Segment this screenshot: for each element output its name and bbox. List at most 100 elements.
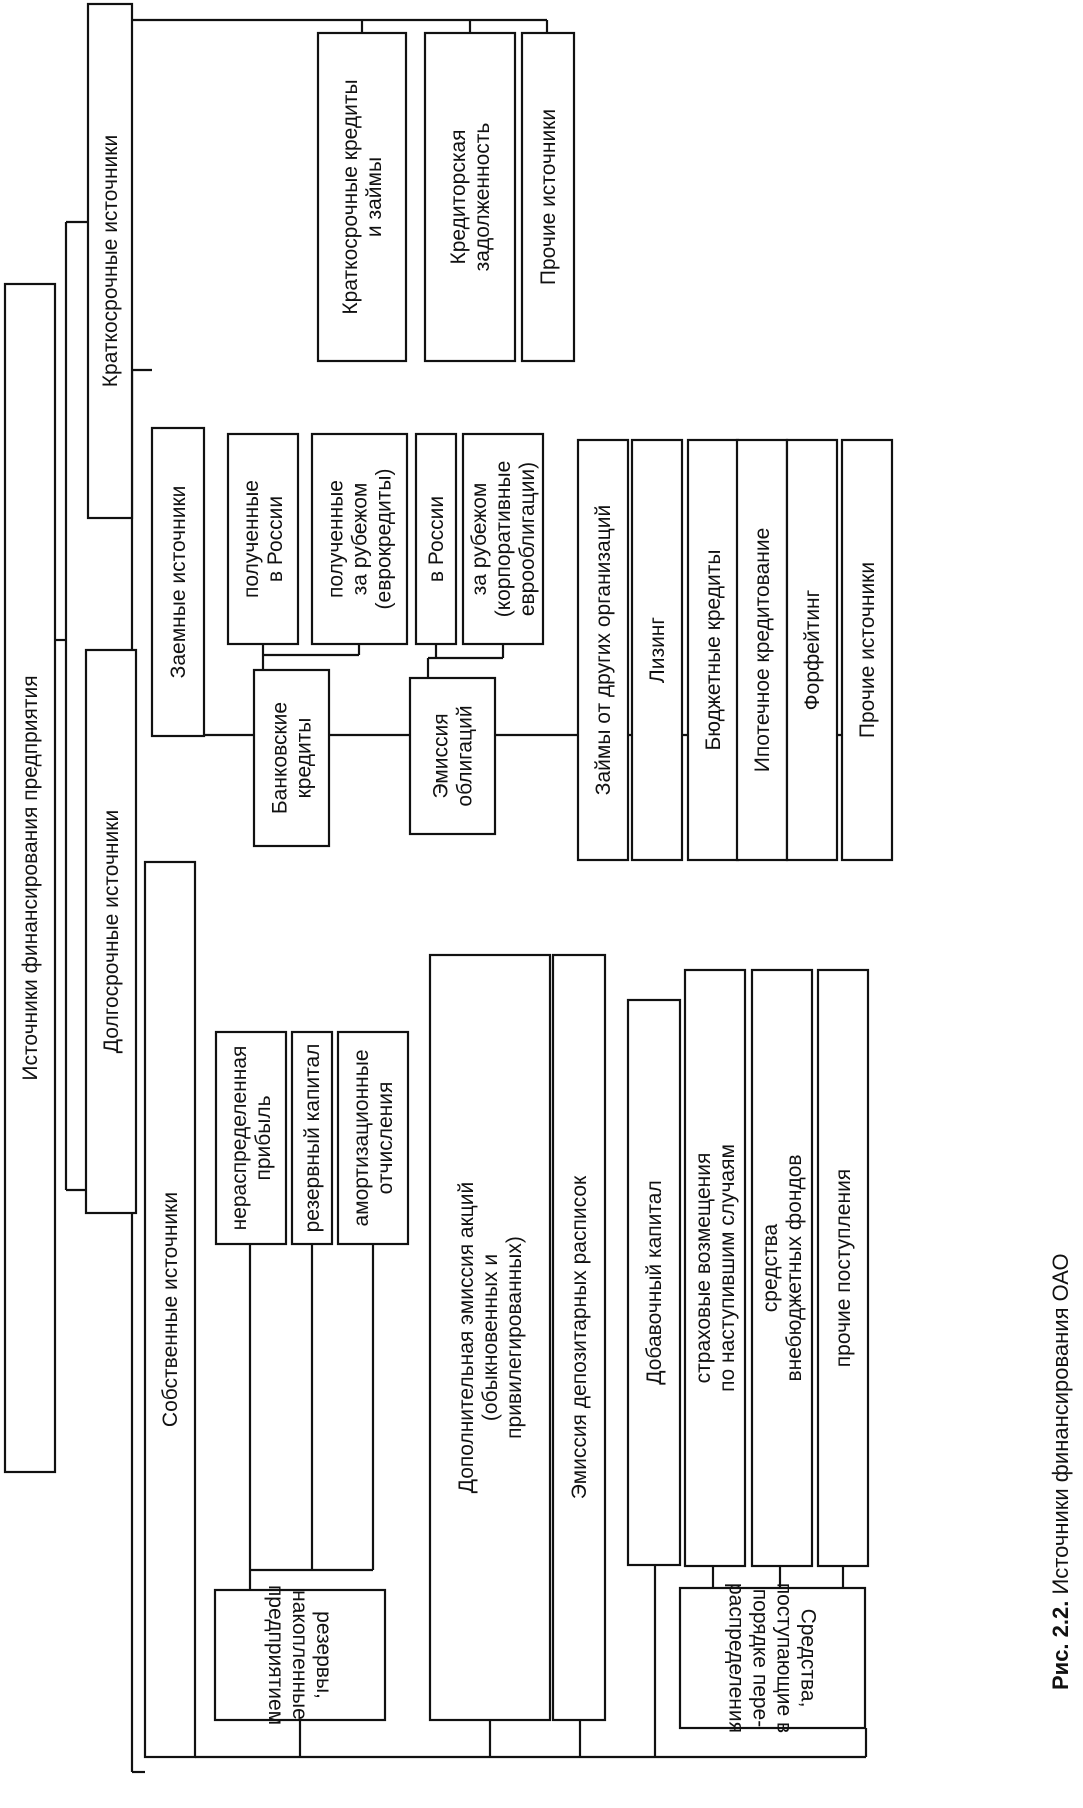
node-label: Эмиссияоблигаций bbox=[430, 705, 477, 806]
node-label-line: резервы, bbox=[312, 1611, 335, 1699]
node-label: резервный капитал bbox=[301, 1044, 324, 1233]
node-label: полученныев России bbox=[240, 480, 287, 598]
node-label-line: и займы bbox=[363, 157, 386, 237]
node-label-line: порядке пере- bbox=[749, 1589, 772, 1727]
node-box bbox=[150, 426, 206, 738]
node-label-line: еврооблигации) bbox=[516, 462, 539, 616]
node-label-line: Прочие источники bbox=[537, 109, 560, 285]
node-label-line: за рубежом bbox=[349, 483, 372, 596]
node-long-term: Долгосрочные источники bbox=[84, 648, 138, 1215]
node-label: Средства,поступающие впорядке пере-распр… bbox=[725, 1583, 820, 1733]
svg-text:Рис. 2.2. Источники фин: Рис. 2.2. Источники финансирования ОАО bbox=[1048, 1253, 1073, 1690]
node-box bbox=[678, 1586, 867, 1730]
node-label: средствавнебюджетных фондов bbox=[759, 1154, 806, 1381]
node-box bbox=[226, 432, 300, 646]
node-label-line: по наступившим случаям bbox=[716, 1144, 739, 1392]
node-borrowed-other: Прочие источники bbox=[840, 438, 894, 862]
node-box bbox=[520, 31, 576, 363]
node-label-line: (обыкновенных и bbox=[479, 1254, 502, 1421]
node-label: Лизинг bbox=[646, 617, 669, 683]
diagram-boxes: Источники финансирования предприятия Крат… bbox=[3, 2, 894, 1759]
node-box bbox=[840, 438, 894, 862]
node-mortgage: Ипотечное кредитование bbox=[735, 438, 789, 862]
node-depositary: Эмиссия депозитарных расписок bbox=[551, 953, 607, 1722]
node-reserves: резервы,накопленныепредприятием bbox=[213, 1585, 387, 1725]
node-label-line: Собственные источники bbox=[159, 1192, 182, 1427]
node-retained: нераспределеннаяприбыль bbox=[214, 1030, 288, 1246]
node-bonds-russia: в России bbox=[414, 432, 458, 646]
node-label: Источники финансирования предприятия bbox=[19, 675, 42, 1080]
node-label-line: за рубежом bbox=[468, 483, 491, 596]
node-label-line: страховые возмещения bbox=[692, 1153, 715, 1384]
node-label-line: задолженность bbox=[471, 123, 494, 272]
node-box bbox=[423, 31, 517, 363]
node-bonds-abroad: за рубежом(корпоративныееврооблигации) bbox=[461, 432, 545, 646]
caption-text: Источники финансирования ОАО bbox=[1048, 1253, 1073, 1594]
node-label: Займы от других организаций bbox=[592, 505, 615, 795]
node-box bbox=[214, 1030, 288, 1246]
node-label-line: в России bbox=[264, 496, 287, 582]
node-abroad: полученныеза рубежом(еврокредиты) bbox=[310, 432, 409, 646]
node-label-line: Прочие источники bbox=[856, 562, 879, 738]
node-label-line: предприятием bbox=[264, 1585, 287, 1725]
node-label: Добавочный капитал bbox=[643, 1180, 666, 1384]
node-borrowed: Заемные источники bbox=[150, 426, 206, 738]
node-box bbox=[785, 438, 839, 862]
node-short-term: Краткосрочные источники bbox=[86, 2, 134, 520]
caption-label: Рис. 2.2. bbox=[1048, 1601, 1073, 1690]
node-label: амортизационныеотчисления bbox=[350, 1049, 397, 1226]
node-insurance: страховые возмещенияпо наступившим случа… bbox=[683, 968, 747, 1568]
node-box bbox=[316, 31, 408, 363]
node-box bbox=[143, 860, 197, 1759]
node-box bbox=[408, 676, 497, 836]
node-label: страховые возмещенияпо наступившим случа… bbox=[692, 1144, 739, 1392]
node-label-line: Ипотечное кредитование bbox=[751, 528, 774, 773]
node-st-payables: Кредиторскаязадолженность bbox=[423, 31, 517, 363]
node-label: Бюджетные кредиты bbox=[702, 550, 725, 751]
node-label: резервы,накопленныепредприятием bbox=[264, 1585, 335, 1725]
node-label-line: Эмиссия bbox=[430, 713, 453, 798]
node-label-line: Кредиторская bbox=[447, 129, 470, 264]
node-label-line: полученные bbox=[240, 480, 263, 598]
node-label: Кредиторскаязадолженность bbox=[447, 123, 494, 272]
node-add-share: Дополнительная эмиссия акций(обыкновенны… bbox=[428, 953, 552, 1722]
node-label: полученныеза рубежом(еврокредиты) bbox=[325, 469, 396, 610]
node-leasing: Лизинг bbox=[630, 438, 684, 862]
node-forfaiting: Форфейтинг bbox=[785, 438, 839, 862]
node-box bbox=[213, 1588, 387, 1722]
node-label-line: прочие поступления bbox=[832, 1169, 855, 1367]
node-box bbox=[626, 998, 682, 1567]
node-label-line: (корпоративные bbox=[492, 461, 515, 618]
node-label-line: Средства, bbox=[797, 1609, 820, 1708]
node-label: Краткосрочные кредитыи займы bbox=[339, 79, 386, 314]
node-box bbox=[290, 1030, 334, 1246]
node-additional-capital: Добавочный капитал bbox=[626, 998, 682, 1567]
node-label: Краткосрочные источники bbox=[99, 135, 122, 387]
node-label-line: Добавочный капитал bbox=[643, 1180, 666, 1384]
node-label: прочие поступления bbox=[832, 1169, 855, 1367]
node-label-line: привилегированных) bbox=[503, 1236, 526, 1439]
node-label: нераспределеннаяприбыль bbox=[228, 1046, 275, 1231]
node-label-line: отчисления bbox=[374, 1082, 397, 1195]
node-label-line: Бюджетные кредиты bbox=[702, 550, 725, 751]
node-label: Ипотечное кредитование bbox=[751, 528, 774, 773]
node-box bbox=[3, 282, 57, 1474]
node-bonds: Эмиссияоблигаций bbox=[408, 676, 497, 836]
node-label-line: кредиты bbox=[293, 718, 316, 799]
node-label-line: (еврокредиты) bbox=[373, 469, 396, 610]
node-st-loans: Краткосрочные кредитыи займы bbox=[316, 31, 408, 363]
node-box bbox=[336, 1030, 410, 1246]
node-label-line: Дополнительная эмиссия акций bbox=[455, 1182, 478, 1494]
node-label-line: распределения bbox=[725, 1583, 748, 1733]
node-label-line: Форфейтинг bbox=[801, 589, 824, 710]
node-label: Прочие источники bbox=[537, 109, 560, 285]
node-root: Источники финансирования предприятия bbox=[3, 282, 57, 1474]
node-box bbox=[414, 432, 458, 646]
node-box bbox=[551, 953, 607, 1722]
node-label: Долгосрочные источники bbox=[100, 810, 123, 1053]
node-label: Прочие источники bbox=[856, 562, 879, 738]
node-label-line: Займы от других организаций bbox=[592, 505, 615, 795]
node-label-line: средства bbox=[759, 1223, 782, 1312]
node-label-line: Банковские bbox=[269, 702, 292, 814]
